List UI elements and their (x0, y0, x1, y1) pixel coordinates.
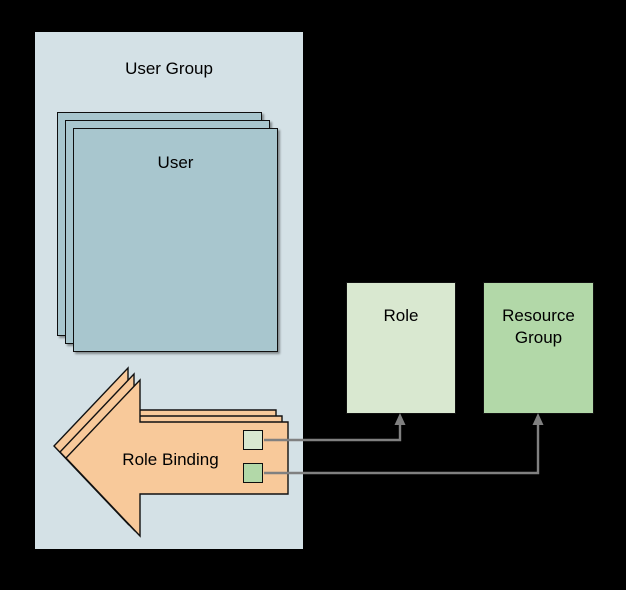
role-binding-port-resource-group[interactable] (243, 463, 263, 483)
role-binding-shape-front[interactable] (65, 378, 289, 538)
user-card-front[interactable] (73, 128, 278, 352)
resource-group-box[interactable]: Resource Group (483, 282, 594, 414)
role-binding-port-role[interactable] (243, 430, 263, 450)
role-binding-label: Role Binding (122, 450, 219, 469)
role-box[interactable]: Role (346, 282, 456, 414)
role-box-label: Role (383, 306, 419, 325)
resource-group-label-line2: Group (514, 328, 563, 347)
resource-group-box-label: Resource Group (484, 305, 593, 349)
resource-group-label-line1: Resource (502, 306, 575, 325)
user-card-label: User (157, 153, 194, 172)
connector-role-binding-to-resource-group (264, 413, 544, 475)
user-group-label: User Group (125, 59, 213, 78)
